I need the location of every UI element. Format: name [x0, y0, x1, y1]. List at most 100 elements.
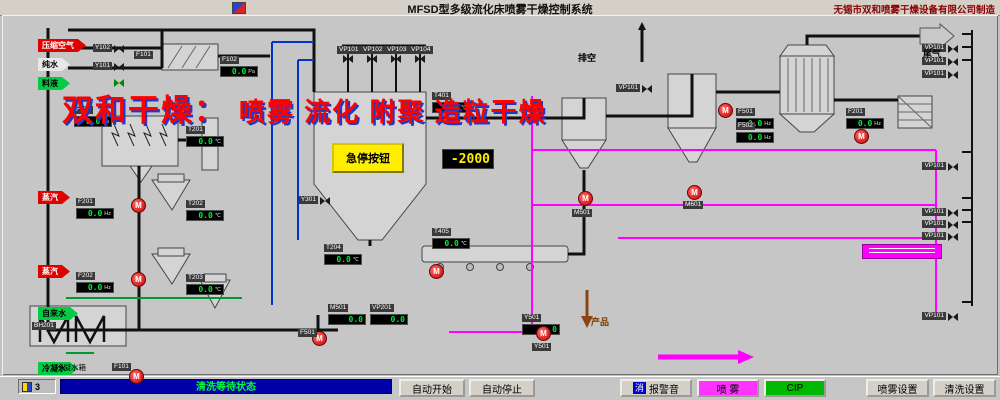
auto-stop-button-label: 自动停止	[482, 384, 522, 396]
cip-button[interactable]: CIP	[764, 379, 826, 397]
valve-label: VP101	[922, 312, 946, 320]
watermark-text: 喷雾 流化 附聚 造粒干燥	[239, 97, 547, 127]
valve-VP101-icon[interactable]: VP101	[922, 220, 958, 229]
valve-VP102-icon[interactable]: VP102	[361, 46, 385, 63]
page-title: MFSD型多级流化床喷雾干燥控制系统	[407, 4, 593, 16]
pump-icon[interactable]: M	[718, 103, 733, 118]
display-value-box: 0.0℃	[186, 284, 224, 295]
page-icon	[22, 381, 32, 392]
valve-VP101-icon[interactable]: VP101	[922, 232, 958, 241]
equipment-label-M501: M501	[572, 209, 593, 217]
valve-VP101-icon[interactable]: VP101	[616, 84, 652, 93]
page-indicator[interactable]: 3	[18, 379, 56, 394]
valve-VP101-icon[interactable]: VP101	[922, 312, 958, 321]
auto-start-button[interactable]: 自动开始	[399, 379, 465, 397]
valve-label: VP101	[922, 70, 946, 78]
source-arrow-蒸汽: 蒸汽	[38, 265, 70, 278]
display-label: T203	[186, 274, 205, 282]
display-value-box: 0.0℃	[186, 210, 224, 221]
emergency-stop-button[interactable]: 急停按钮	[332, 143, 404, 173]
display-label: Y501	[522, 314, 542, 322]
display-T204: T204 0.0℃	[324, 236, 362, 265]
valve-label: VP101	[337, 46, 361, 54]
valve-VP101-icon[interactable]: VP101	[922, 57, 958, 66]
valve-VP101-icon[interactable]: VP101	[922, 70, 958, 79]
display-label: T204	[324, 244, 343, 252]
display-value-box: 0.0℃	[324, 254, 362, 265]
valve-label: VP101	[616, 84, 640, 92]
valve-Y102-icon[interactable]: Y102	[92, 44, 124, 53]
display-T202: T202 0.0℃	[186, 192, 224, 221]
pump-icon[interactable]: M	[131, 198, 146, 213]
valve-label: VP102	[361, 46, 385, 54]
mute-alarm-button-label: 报警音	[649, 384, 679, 396]
equipment-label-M601: M601	[683, 201, 704, 209]
source-arrow-纯水: 纯水	[38, 58, 70, 71]
display-label: T401	[432, 92, 451, 100]
display-value-box: 0.0	[370, 314, 408, 325]
watermark: 双和干燥： 喷雾 流化 附聚 造粒干燥	[62, 85, 547, 130]
source-arrow-料液: 料液	[38, 77, 70, 90]
valve-manual-icon[interactable]	[114, 79, 124, 87]
source-arrow-自来水: 自来水	[38, 307, 78, 320]
pump-icon[interactable]: M	[129, 369, 144, 384]
status-banner: 清洗等待状态	[60, 379, 392, 394]
equipment-label-F101: F101	[134, 51, 153, 59]
app-icon	[232, 2, 246, 14]
display-label: T201	[186, 126, 205, 134]
valve-VP101-icon[interactable]: VP101	[922, 44, 958, 53]
piping-layer	[29, 22, 973, 364]
mute-alarm-button[interactable]: 消报警音	[620, 379, 692, 397]
valve-label: Y101	[92, 62, 112, 70]
valve-Y301-icon[interactable]: Y301	[298, 196, 330, 205]
page-number: 3	[35, 381, 41, 392]
source-arrow-蒸汽: 蒸汽	[38, 191, 70, 204]
pump-icon[interactable]: M	[854, 129, 869, 144]
auto-stop-button[interactable]: 自动停止	[469, 379, 535, 397]
pump-icon[interactable]: M	[131, 272, 146, 287]
spray-button[interactable]: 喷 雾	[697, 379, 759, 397]
equipment-label-BH201: BH201	[32, 322, 56, 330]
clean-settings-button[interactable]: 清洗设置	[933, 379, 996, 397]
display-label: T202	[186, 200, 205, 208]
display-label: F202	[76, 272, 95, 280]
valve-label: VP101	[922, 208, 946, 216]
valve-VP101-icon[interactable]: VP101	[922, 208, 958, 217]
spray-settings-button[interactable]: 喷雾设置	[866, 379, 929, 397]
label-尾气: 尾气	[923, 49, 942, 59]
pump-icon[interactable]: M	[429, 264, 444, 279]
display-label: F201	[846, 108, 865, 116]
display-value-box: 0.0	[328, 314, 366, 325]
pump-icon[interactable]: M	[687, 185, 702, 200]
valve-Y101-icon[interactable]: Y101	[92, 62, 124, 71]
process-diagram: 急停按钮 -2000 双和干燥： 喷雾 流化 附聚 造粒干燥 压缩空气纯水料液蒸…	[2, 15, 998, 384]
valve-label: VP101	[922, 220, 946, 228]
valve-label: VP101	[922, 162, 946, 170]
valve-VP103-icon[interactable]: VP103	[385, 46, 409, 63]
valve-VP104-icon[interactable]: VP104	[409, 46, 433, 63]
clean-settings-button-label: 清洗设置	[944, 384, 985, 396]
label-排空: 排空	[578, 53, 597, 63]
auto-start-button-label: 自动开始	[412, 384, 452, 396]
equipment-label-Y501: Y501	[532, 343, 552, 351]
display-label: F101	[74, 106, 93, 114]
valve-VP101-icon[interactable]: VP101	[337, 46, 361, 63]
valve-VP101-icon[interactable]: VP101	[922, 162, 958, 171]
pump-icon[interactable]: M	[536, 326, 551, 341]
pump-icon[interactable]: M	[578, 191, 593, 206]
cip-button-label: CIP	[786, 382, 804, 394]
